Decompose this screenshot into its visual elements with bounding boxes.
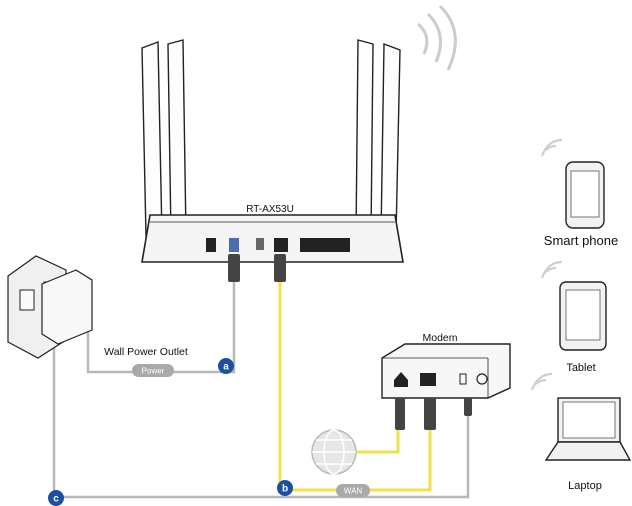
power-pill-label: Power bbox=[142, 367, 165, 376]
step-badge-b-label: b bbox=[282, 484, 288, 495]
router-usb-port bbox=[256, 238, 264, 250]
wan-plug bbox=[274, 254, 286, 282]
tablet-wifi-icon bbox=[540, 260, 563, 279]
wan-pill bbox=[336, 484, 370, 497]
tablet bbox=[540, 260, 607, 351]
power-adapter bbox=[41, 269, 93, 345]
modem-coax-icon bbox=[394, 372, 408, 387]
router-power-port bbox=[206, 238, 216, 252]
internet-globe-icon bbox=[311, 429, 357, 475]
smartphone-wifi-icon bbox=[540, 138, 563, 157]
internet-cable bbox=[355, 428, 400, 454]
power-cable bbox=[86, 282, 236, 374]
router-reset-port bbox=[229, 238, 239, 252]
laptop-label: Laptop bbox=[568, 480, 602, 492]
modem bbox=[381, 343, 511, 399]
smartphone bbox=[540, 138, 605, 229]
modem-wan-plug bbox=[424, 398, 436, 430]
modem-ethernet-port bbox=[420, 373, 436, 386]
router: RT-AX53U bbox=[141, 39, 404, 263]
modem-power-cable bbox=[52, 300, 470, 499]
laptop bbox=[530, 372, 632, 461]
router-wifi-icon bbox=[416, 4, 457, 71]
wall-outlet-label: Wall Power Outlet bbox=[104, 346, 188, 358]
laptop-wifi-icon bbox=[530, 372, 553, 391]
router-antenna bbox=[355, 39, 374, 237]
modem-switch bbox=[459, 373, 467, 385]
router-lan-ports bbox=[300, 238, 350, 252]
router-antenna bbox=[141, 40, 163, 237]
step-badge-a-label: a bbox=[223, 362, 229, 373]
step-badge-c bbox=[48, 490, 64, 506]
tablet-label: Tablet bbox=[566, 362, 595, 374]
router-antenna bbox=[167, 39, 187, 237]
step-badge-c-label: c bbox=[53, 494, 59, 505]
step-badge-a bbox=[218, 358, 234, 374]
router-label: RT-AX53U bbox=[246, 204, 294, 215]
power-pill bbox=[132, 364, 174, 377]
modem-label: Modem bbox=[422, 332, 457, 344]
modem-coax-plug bbox=[395, 398, 405, 430]
modem-power-socket bbox=[476, 373, 488, 385]
power-plug bbox=[228, 254, 240, 282]
smartphone-label: Smart phone bbox=[544, 233, 618, 248]
step-badge-b bbox=[277, 480, 293, 496]
wan-pill-label: WAN bbox=[344, 487, 363, 496]
router-wan-port bbox=[274, 238, 288, 252]
router-antenna bbox=[380, 42, 401, 237]
modem-power-plug bbox=[464, 398, 472, 416]
